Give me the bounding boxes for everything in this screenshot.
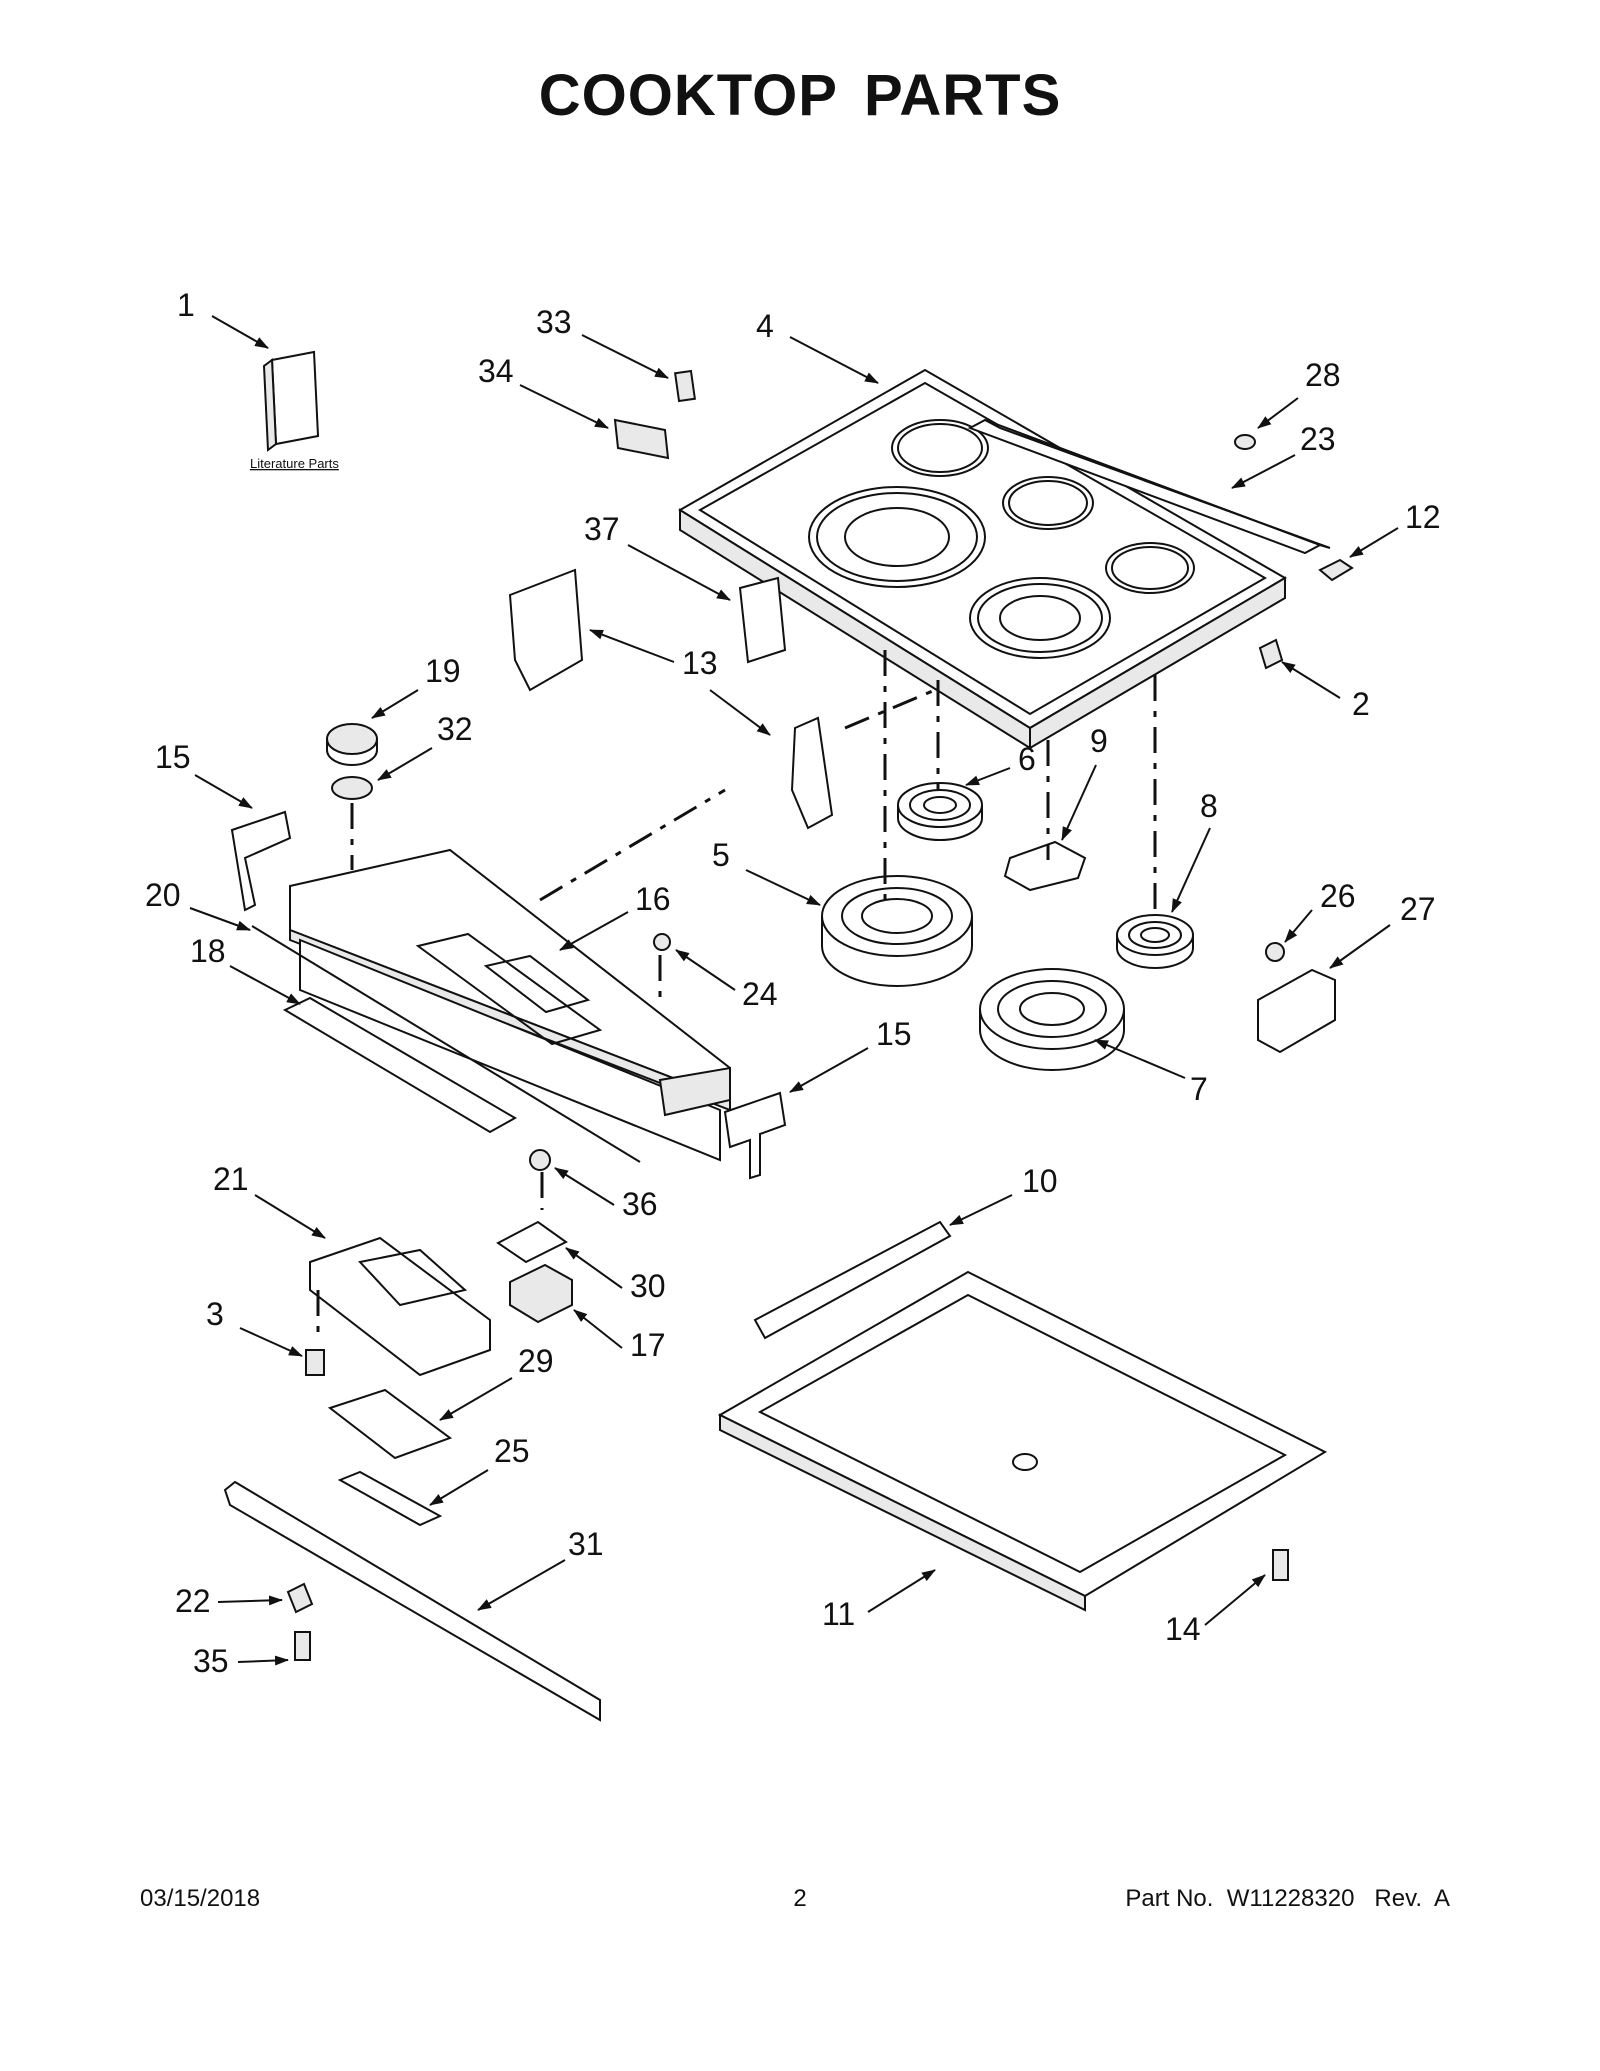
callout-21: 21	[213, 1161, 249, 1197]
surface-element-7	[979, 968, 1125, 1071]
callout-16: 16	[635, 881, 671, 917]
callout-24: 24	[742, 976, 778, 1012]
screw-14	[1272, 1549, 1289, 1581]
cooktop-glass-top	[678, 368, 1287, 750]
side-bracket-right	[790, 716, 834, 830]
screw-24	[653, 933, 671, 951]
surface-element-6	[897, 782, 983, 841]
bracket-clip	[1258, 638, 1284, 670]
callout-36: 36	[622, 1186, 658, 1222]
callout-15a: 15	[155, 739, 191, 775]
callout-22: 22	[175, 1583, 211, 1619]
trim-rod	[251, 925, 641, 1163]
callout-19: 19	[425, 653, 461, 689]
callout-12: 12	[1405, 499, 1441, 535]
callout-26: 26	[1320, 878, 1356, 914]
infinite-switch	[509, 1263, 573, 1324]
callout-23: 23	[1300, 421, 1336, 457]
callout-20: 20	[145, 877, 181, 913]
insulation-pad	[673, 369, 697, 403]
bracket-37	[738, 576, 787, 664]
screw-35	[294, 1631, 311, 1661]
end-cap-right	[723, 1091, 787, 1180]
callout-11: 11	[822, 1596, 855, 1632]
callout-10: 10	[1022, 1163, 1058, 1199]
page-title: COOKTOP PARTS	[538, 63, 1062, 128]
footer-page-number: 2	[793, 1885, 807, 1912]
support-rail	[753, 1220, 952, 1340]
literature-parts-booklet: Literature Parts	[250, 350, 339, 471]
heat-shield-plate	[613, 418, 670, 460]
screw-36	[529, 1149, 551, 1171]
callout-25: 25	[494, 1433, 530, 1469]
callout-27: 27	[1400, 891, 1436, 927]
callout-9: 9	[1090, 723, 1108, 759]
side-bracket-left	[508, 568, 584, 692]
lower-trim	[223, 1480, 601, 1722]
callout-33: 33	[536, 304, 572, 340]
callout-3: 3	[206, 1296, 224, 1332]
screw-3	[305, 1349, 325, 1376]
end-cap-left	[230, 810, 292, 912]
callout-2: 2	[1352, 686, 1370, 722]
callout-5: 5	[712, 837, 730, 873]
callout-30: 30	[630, 1268, 666, 1304]
callout-17: 17	[630, 1327, 666, 1363]
callout-37: 37	[584, 511, 620, 547]
callout-34: 34	[478, 353, 514, 389]
callout-18: 18	[190, 933, 226, 969]
callout-15b: 15	[876, 1016, 912, 1052]
lens-window	[337, 1470, 443, 1527]
callout-4: 4	[756, 308, 774, 344]
callout-14: 14	[1165, 1611, 1201, 1647]
knob-bezel	[331, 776, 373, 800]
callout-29: 29	[518, 1343, 554, 1379]
callout-8: 8	[1200, 788, 1218, 824]
insulator-pad	[496, 1220, 568, 1264]
callout-7: 7	[1190, 1071, 1208, 1107]
clip-bracket	[1318, 558, 1354, 582]
literature-parts-label: Literature Parts	[250, 456, 339, 471]
control-panel-console	[289, 848, 731, 1162]
callout-6: 6	[1018, 741, 1036, 777]
control-board	[309, 1236, 491, 1377]
rear-trim-strip	[967, 418, 1331, 555]
callout-1: 1	[177, 287, 195, 323]
callout-32: 32	[437, 711, 473, 747]
surface-element-8	[1116, 914, 1194, 969]
rubber-bumper	[1234, 434, 1256, 450]
clip-22	[286, 1582, 314, 1614]
surface-element-5	[821, 875, 973, 987]
footer-part-number: Part No. W11228320 Rev. A	[1125, 1885, 1450, 1912]
display-frame	[282, 996, 518, 1134]
heat-sensor-plate	[1003, 840, 1087, 892]
callout-28: 28	[1305, 357, 1341, 393]
footer-date: 03/15/2018	[140, 1885, 261, 1912]
anti-tip-bracket	[1257, 968, 1336, 1054]
screw-26	[1265, 942, 1285, 962]
callout-31: 31	[568, 1526, 604, 1562]
cooktop-burner-box	[717, 1270, 1328, 1612]
callout-13a: 13	[682, 645, 718, 681]
callout-35: 35	[193, 1643, 229, 1679]
interface-board	[327, 1388, 453, 1460]
